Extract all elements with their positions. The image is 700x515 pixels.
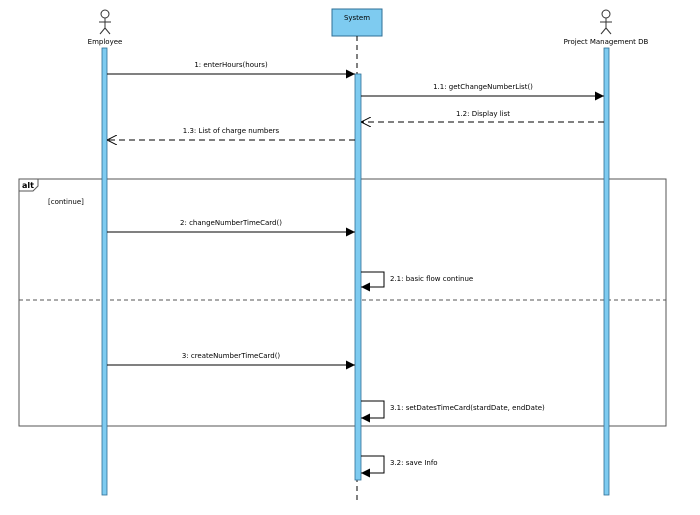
message-m32-arrow	[361, 455, 385, 478]
message-m13[interactable]: 1.3: List of charge numbers	[107, 127, 355, 140]
message-m12-label: 1.2: Display list	[456, 110, 510, 118]
actor-pmdb-icon	[600, 9, 612, 35]
message-m3-label: 3: createNumberTimeCard()	[182, 352, 281, 360]
actor-employee-icon	[99, 9, 111, 35]
alt-guard-label: [continue]	[48, 198, 84, 206]
message-m3[interactable]: 3: createNumberTimeCard()	[107, 352, 355, 370]
activation-system	[354, 73, 362, 481]
message-m32-label: 3.2: save Info	[390, 459, 438, 467]
alt-operator-tab	[18, 178, 39, 192]
message-m1-label: 1: enterHours(hours)	[194, 61, 268, 69]
actor-employee-name: Employee	[88, 38, 123, 46]
alt-fragment-frame	[18, 178, 667, 427]
object-system-name: System	[344, 14, 370, 22]
message-m2[interactable]: 2: changeNumberTimeCard()	[107, 219, 355, 237]
message-m31-arrow	[361, 400, 385, 423]
message-m32[interactable]: 3.2: save Info	[361, 455, 438, 478]
activation-employee	[101, 47, 108, 496]
message-m11-label: 1.1: getChangeNumberList()	[433, 83, 533, 91]
message-m31-label: 3.1: setDatesTimeCard(stardDate, endDate…	[390, 404, 545, 412]
message-m21[interactable]: 2.1: basic flow continue	[361, 271, 473, 292]
message-m13-label: 1.3: List of charge numbers	[183, 127, 280, 135]
message-m11[interactable]: 1.1: getChangeNumberList()	[361, 83, 604, 101]
lifeline-employee[interactable]: Employee	[88, 9, 123, 496]
activation-pmdb	[603, 47, 610, 496]
actor-pmdb-name: Project Management DB	[564, 38, 649, 46]
lifeline-system[interactable]: System	[331, 8, 383, 500]
message-m12[interactable]: 1.2: Display list	[361, 110, 604, 122]
message-m21-arrow	[361, 271, 385, 292]
lifeline-pmdb[interactable]: Project Management DB	[564, 9, 649, 496]
message-m31[interactable]: 3.1: setDatesTimeCard(stardDate, endDate…	[361, 400, 545, 423]
alt-operator-label: alt	[22, 181, 34, 190]
alt-fragment: alt [continue]	[18, 178, 667, 427]
message-m1[interactable]: 1: enterHours(hours)	[107, 61, 355, 79]
message-m2-label: 2: changeNumberTimeCard()	[180, 219, 282, 227]
message-m21-label: 2.1: basic flow continue	[390, 275, 473, 283]
